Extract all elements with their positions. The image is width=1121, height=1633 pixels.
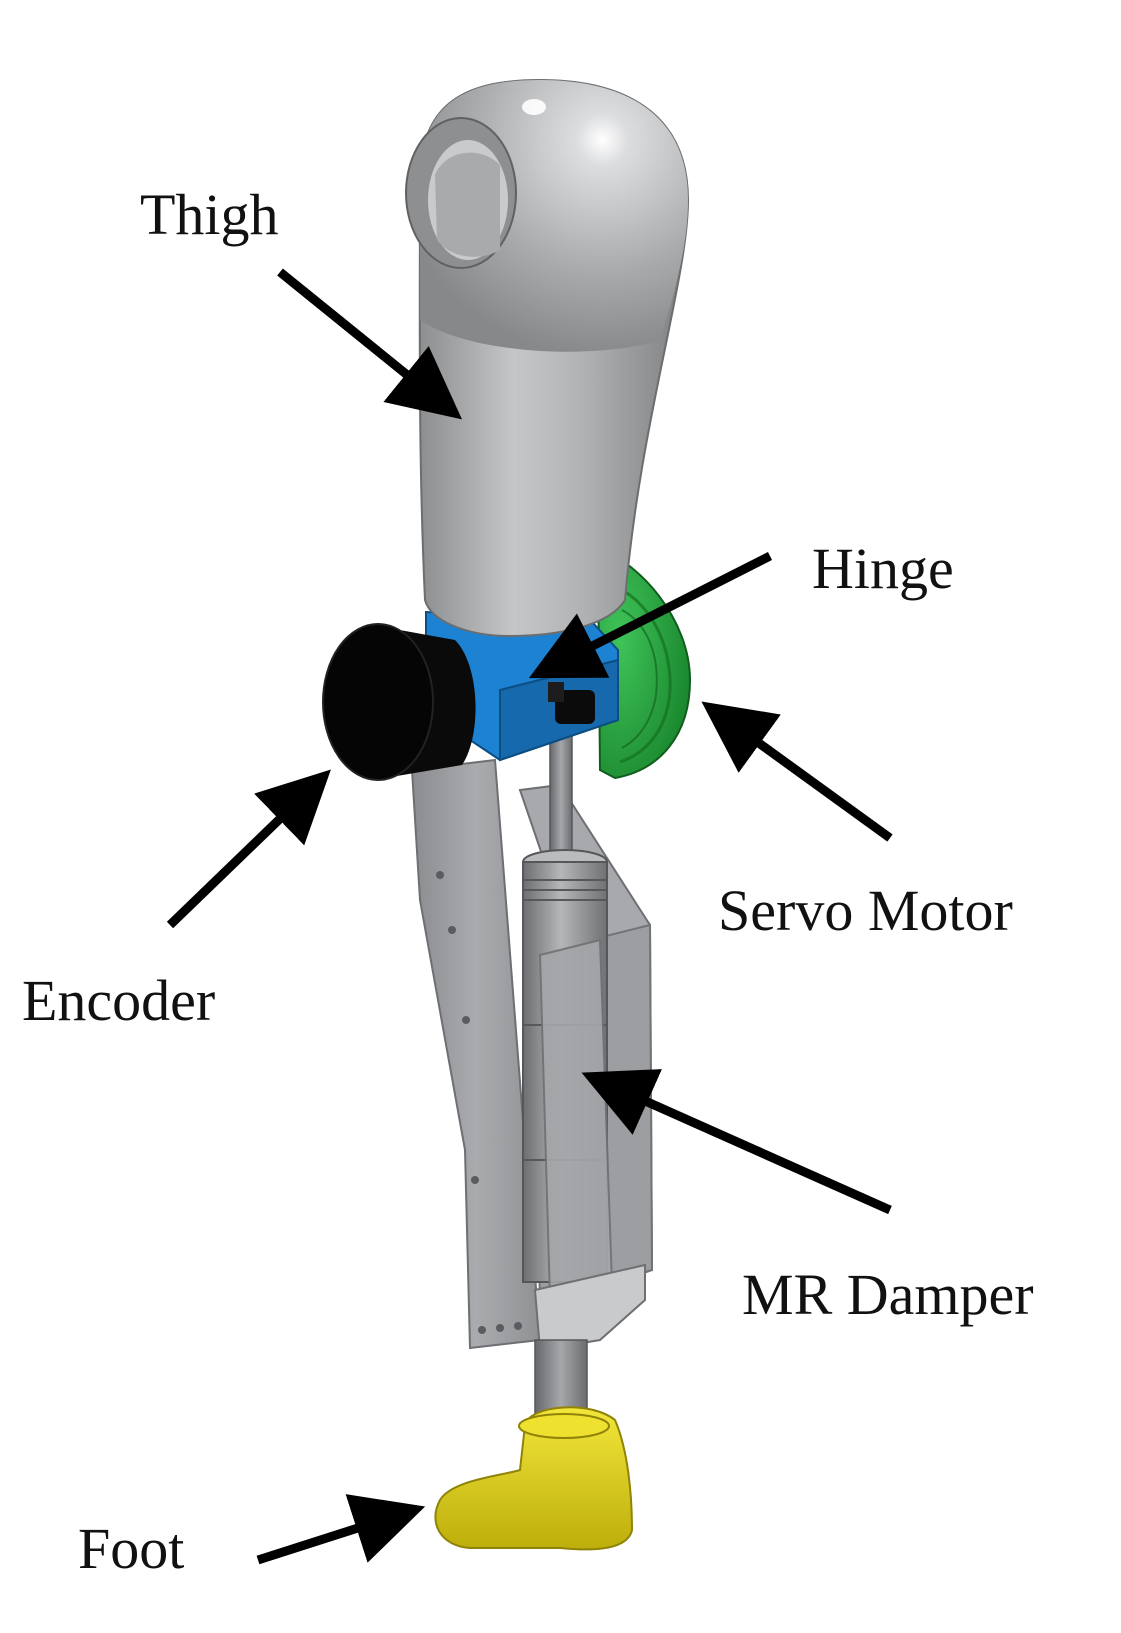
hinge-arrow [528,551,773,679]
label-foot: Foot [78,1516,185,1581]
foot [434,1406,634,1551]
label-servo-motor: Servo Motor [718,878,1013,943]
encoder [322,623,476,781]
label-mr-damper: MR Damper [742,1262,1034,1327]
mr-damper-arrow [581,1069,892,1215]
encoder-arrow [166,769,331,929]
servo-motor-arrow [701,701,893,842]
shank-front-plate [538,938,614,1302]
label-encoder: Encoder [22,968,216,1033]
thigh [405,78,690,638]
foot-arrow [256,1494,426,1565]
label-hinge: Hinge [812,536,954,601]
label-thigh: Thigh [140,182,279,247]
thigh-arrow [277,268,462,420]
leader-arrows [166,268,893,1565]
